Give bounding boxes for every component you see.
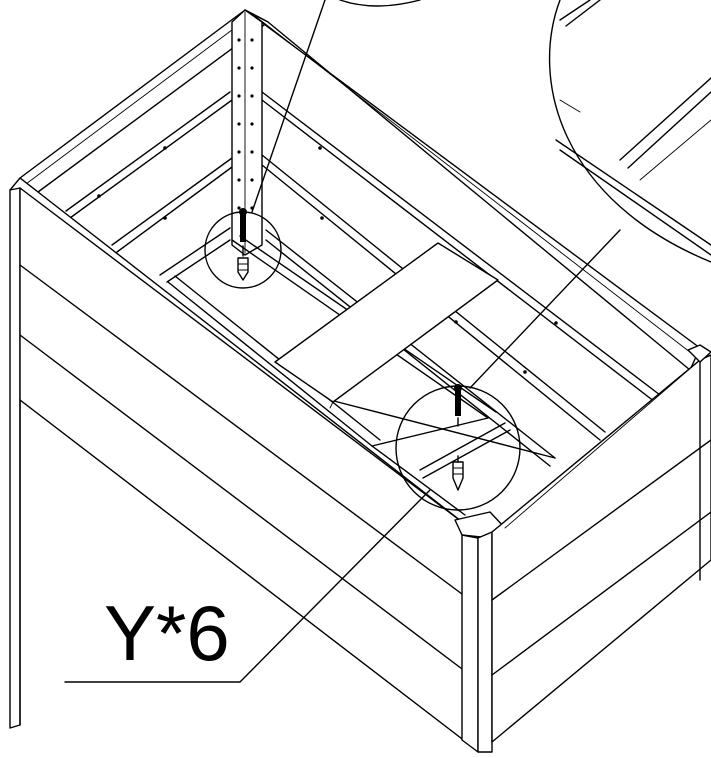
- back-right-wall: [244, 9, 701, 467]
- magnifier-detail-top: [339, 0, 421, 7]
- post-holes: [237, 38, 254, 210]
- callout-leader: [64, 489, 431, 683]
- front-right-wall: [491, 344, 711, 743]
- cross-board: [274, 242, 499, 409]
- detail-circle-floor: [395, 229, 621, 511]
- detail-circle-post: [204, 0, 326, 289]
- wall-holes: [97, 146, 558, 374]
- back-left-wall: [19, 9, 269, 283]
- bolt-icon: [237, 208, 249, 281]
- part-callout-label: Y*6: [104, 589, 230, 677]
- anchor-icon: [452, 455, 464, 491]
- magnifier-detail-right: [548, 0, 711, 263]
- corner-post: [231, 9, 263, 256]
- front-corner-post: [454, 511, 506, 753]
- screw-icon: [454, 384, 462, 427]
- front-left-wall: [9, 177, 471, 746]
